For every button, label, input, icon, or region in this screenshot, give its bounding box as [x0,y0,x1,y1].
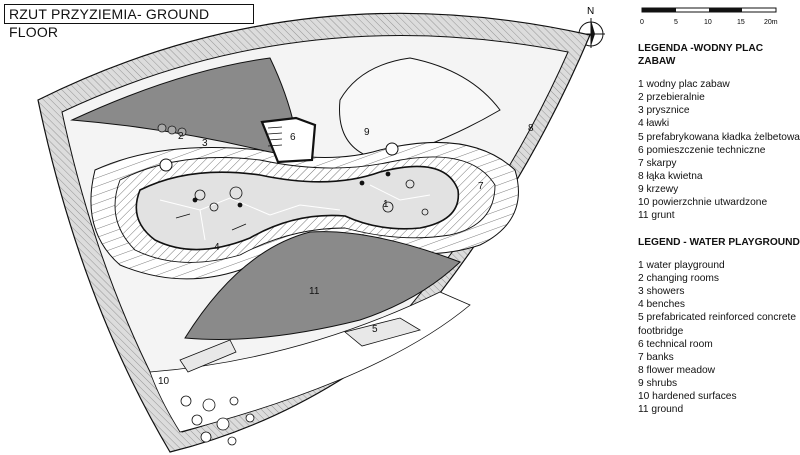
legend-english-heading: LEGEND - WATER PLAYGROUND [638,237,800,248]
footbridge-node [385,142,399,156]
north-label: N [587,6,594,17]
shrub-circles [180,395,255,446]
legend-item: 4 ławki [638,118,670,130]
play-features [175,171,429,231]
legend-item: 7 banks [638,351,674,363]
scale-tick: 10 [704,19,712,26]
label-ground: 11 [309,286,320,297]
legend-polish-heading: LEGENDA -WODNY PLAC ZABAW [638,43,764,68]
legend-english: LEGEND - WATER PLAYGROUND 1 water playgr… [638,236,800,416]
scale-bar: 0 5 10 15 20m [640,7,778,26]
technical-room [260,116,317,164]
label-hardened-surfaces: 10 [158,376,170,387]
label-benches: 4 [214,242,220,253]
label-technical-room: 6 [290,132,296,143]
legend-item: 2 changing rooms [638,273,719,285]
legend-item: 6 technical room [638,338,713,350]
ground-area [184,231,461,341]
footbridge-path-2 [179,339,237,373]
label-changing-rooms: 2 [178,131,184,142]
legend-item: 8 flower meadow [638,364,716,376]
shrubs-area [339,57,501,161]
legend-item: 9 shrubs [638,377,678,389]
water-playground-pool [135,165,460,251]
legend-item: 3 showers [638,286,685,298]
legend-item: 7 skarpy [638,157,677,169]
label-flower-meadow: 8 [528,123,534,134]
legend-item: footbridge [638,325,684,337]
legend-item: 6 pomieszczenie techniczne [638,144,766,156]
showers [157,123,187,137]
scale-tick: 0 [640,19,644,26]
label-footbridge: 5 [372,324,378,335]
footbridge-path [344,317,422,347]
scale-tick: 15 [737,19,745,26]
legend-item: 11 ground [638,404,684,416]
scale-tick: 20m [764,19,778,26]
legend-item: 1 water playground [638,260,725,272]
pool-paving-lines [159,184,431,241]
legend-item: 8 łąka kwietna [638,170,703,182]
footbridge-node [159,158,173,172]
legend-item: 2 przebieralnie [638,92,705,104]
legend-item: 3 prysznice [638,105,690,117]
legend-item: 10 powierzchnie utwardzone [638,197,768,209]
legend-item: 5 prefabricated reinforced concrete [638,312,796,324]
legend-item: 5 prefabrykowana kładka żelbetowa [638,131,800,143]
legend-item: 11 grunt [638,210,675,222]
label-shrubs: 9 [364,127,370,138]
stairs [267,126,283,147]
label-showers: 3 [202,138,208,149]
plan-title: RZUT PRZYZIEMIA- GROUND FLOOR [4,4,254,40]
legend-item: 10 hardened surfaces [638,391,737,403]
label-banks: 7 [478,181,484,192]
label-water-playground: 1 [383,199,389,210]
site-plan: 1 2 3 4 5 6 7 8 9 10 11 [37,12,591,453]
legend-item: 9 krzewy [638,183,679,195]
scale-tick: 5 [674,19,678,26]
legend-item: 4 benches [638,299,686,311]
legend-item: 1 wodny plac zabaw [638,79,730,91]
legend-polish: LEGENDA -WODNY PLAC ZABAW 1 wodny plac z… [638,42,800,222]
